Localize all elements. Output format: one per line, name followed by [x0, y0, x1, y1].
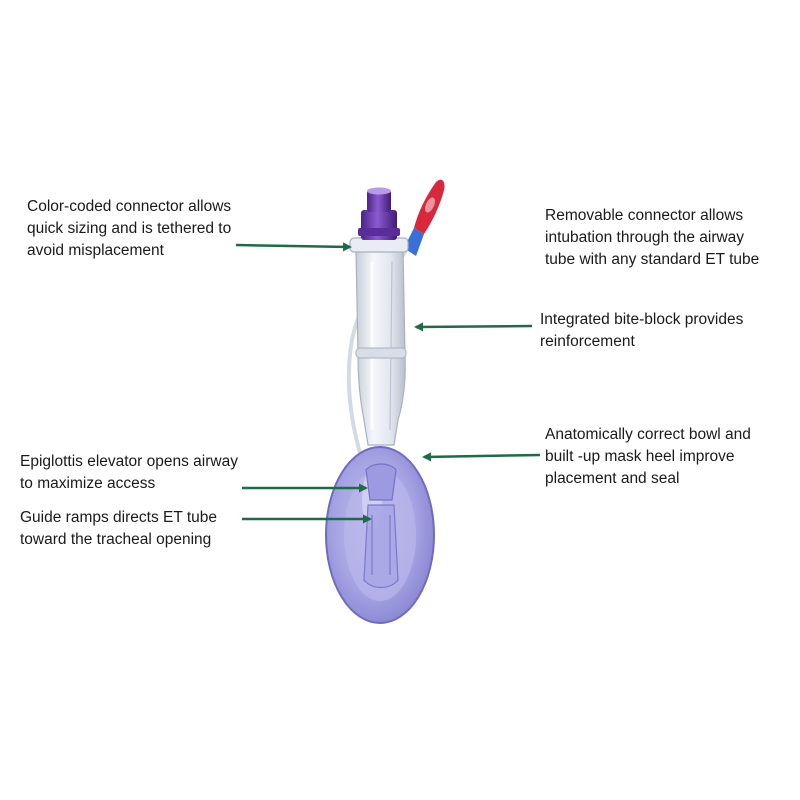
callout-epiglottis-elevator: Epiglottis elevator opens airway to maxi… [20, 453, 238, 492]
epiglottis-elevator [365, 463, 397, 501]
tube-edge-line [389, 261, 393, 431]
callout-removable-connector: Removable connector allows intubation th… [545, 207, 760, 268]
inflation-valve [404, 179, 445, 256]
arrow-connector [235, 242, 352, 252]
callout-anatomical-bowl: Anatomically correct bowl and built -up … [545, 426, 751, 487]
bite-block-ring [355, 347, 407, 359]
arrow-bite-block [414, 322, 533, 332]
callout-guide-ramps: Guide ramps directs ET tube toward the t… [20, 509, 217, 548]
callout-color-coded-connector: Color-coded connector allows quick sizin… [27, 198, 232, 259]
connector-collar [349, 237, 409, 253]
callout-bite-block: Integrated bite-block provides reinforce… [540, 311, 744, 350]
guide-ramps [363, 504, 399, 589]
arrow-bowl [422, 452, 541, 462]
color-coded-connector [358, 187, 400, 240]
